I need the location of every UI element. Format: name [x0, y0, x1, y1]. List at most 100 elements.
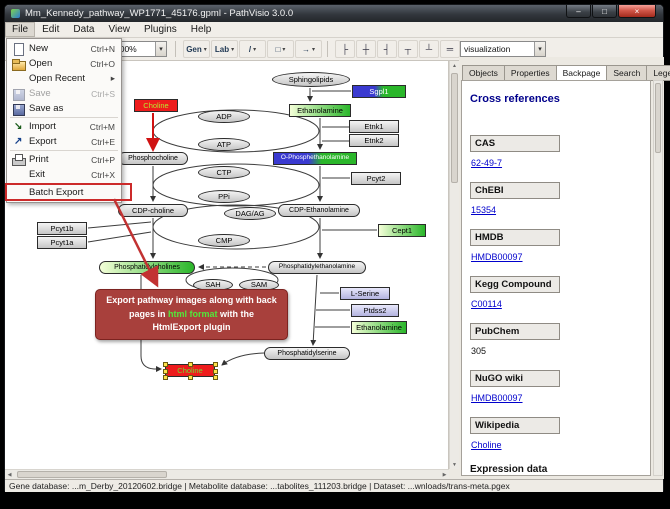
menu-separator — [10, 150, 118, 151]
selection-handle[interactable] — [188, 375, 193, 380]
hscroll-thumb[interactable] — [17, 471, 167, 478]
file-menu-item-save-as[interactable]: Save as — [7, 101, 121, 116]
tab-properties[interactable]: Properties — [503, 65, 556, 81]
node-phosphatidylethanolamine[interactable]: Phosphatidylethanolamine — [268, 261, 366, 274]
scroll-down-icon[interactable]: ▼ — [452, 461, 457, 468]
menubar-item-plugins[interactable]: Plugins — [143, 24, 177, 35]
zoom-combobox[interactable]: 100% ▾ — [111, 41, 167, 57]
same-size-button[interactable]: ═ — [440, 40, 460, 58]
menubar-item-data[interactable]: Data — [73, 24, 95, 35]
panel-scroll-thumb[interactable] — [655, 83, 661, 153]
tab-legend[interactable]: Legend — [646, 65, 670, 81]
node-phosphocholine[interactable]: Phosphocholine — [118, 152, 188, 165]
node-phosphatidylcholines[interactable]: Phosphatidylcholines — [99, 261, 195, 274]
node-ethanolamine[interactable]: Ethanolamine — [289, 104, 351, 117]
node-phosphatidylserine[interactable]: Phosphatidylserine — [264, 347, 350, 360]
align-bottom-button[interactable]: ┴ — [419, 40, 439, 58]
arrow-tool[interactable]: →▾ — [295, 40, 322, 58]
node-cept1[interactable]: Cept1 — [378, 224, 426, 237]
tab-search[interactable]: Search — [606, 65, 647, 81]
node-dag-ag[interactable]: DAG/AG — [224, 207, 276, 220]
scroll-up-icon[interactable]: ▲ — [452, 62, 457, 69]
xref-link[interactable]: 62-49-7 — [471, 158, 503, 168]
node-choline[interactable]: Choline — [134, 99, 178, 112]
selection-handle[interactable] — [213, 368, 218, 374]
node-cmp[interactable]: CMP — [198, 234, 250, 247]
tab-backpage[interactable]: Backpage — [555, 65, 607, 81]
file-menu-item-batch-export[interactable]: Batch Export — [5, 183, 132, 201]
canvas-vscrollbar[interactable]: ▲ ▼ — [449, 61, 459, 469]
xref-header: ChEBI — [470, 182, 560, 199]
menubar-item-help[interactable]: Help — [190, 24, 212, 35]
node-choline[interactable]: Choline — [163, 362, 218, 380]
panel-scrollbar[interactable] — [653, 80, 663, 476]
canvas-hscrollbar[interactable]: ◀ ▶ — [5, 469, 449, 479]
minimize-button[interactable]: – — [566, 5, 591, 18]
node-ethanolamine[interactable]: Ethanolamine — [351, 321, 407, 334]
visualization-combobox[interactable]: visualization ▾ — [460, 41, 546, 57]
node-etnk2[interactable]: Etnk2 — [349, 134, 399, 147]
menubar-item-file[interactable]: File — [5, 22, 36, 37]
xref-header: Wikipedia — [470, 417, 560, 434]
maximize-button[interactable]: □ — [592, 5, 617, 18]
node-cdp-ethanolamine[interactable]: CDP-Ethanolamine — [278, 204, 360, 217]
node-pcyt1b[interactable]: Pcyt1b — [37, 222, 87, 235]
xref-link[interactable]: C00114 — [471, 299, 502, 309]
selection-handle[interactable] — [163, 368, 168, 374]
node-cdp-choline[interactable]: CDP-choline — [118, 204, 188, 217]
xref-section-chebi: ChEBI 15354 — [470, 182, 642, 215]
selection-handle[interactable] — [163, 375, 168, 380]
scroll-left-icon[interactable]: ◀ — [7, 471, 12, 478]
side-panel: ObjectsPropertiesBackpageSearchLegend Cr… — [459, 57, 670, 479]
selection-handle[interactable] — [213, 362, 218, 367]
node-o-phosphethanolamine[interactable]: O-Phosphethanolamine — [273, 152, 357, 165]
shape-tool[interactable]: □▾ — [267, 40, 294, 58]
close-button[interactable]: × — [618, 5, 656, 18]
align-center-button[interactable]: ┼ — [356, 40, 376, 58]
menubar-item-edit[interactable]: Edit — [42, 24, 60, 35]
align-top-button[interactable]: ┬ — [398, 40, 418, 58]
xref-link[interactable]: HMDB00097 — [471, 393, 523, 403]
menubar: File Edit Data View Plugins Help — [5, 22, 663, 38]
chevron-down-icon: ▾ — [203, 46, 207, 53]
menubar-item-view[interactable]: View — [108, 24, 130, 35]
node-adp[interactable]: ADP — [198, 110, 250, 123]
node-atp[interactable]: ATP — [198, 138, 250, 151]
tab-objects[interactable]: Objects — [462, 65, 504, 81]
selection-handle[interactable] — [213, 375, 218, 380]
xref-link[interactable]: Choline — [471, 440, 502, 450]
vscroll-thumb[interactable] — [451, 73, 458, 183]
node-ppi[interactable]: PPi — [198, 190, 250, 203]
node-pcyt1a[interactable]: Pcyt1a — [37, 236, 87, 249]
node-ptdss2[interactable]: Ptdss2 — [351, 304, 399, 317]
file-menu-item-label: Exit — [29, 169, 45, 180]
align-right-button[interactable]: ┤ — [377, 40, 397, 58]
xref-link[interactable]: HMDB00097 — [471, 252, 523, 262]
node-etnk1[interactable]: Etnk1 — [349, 120, 399, 133]
titlebar[interactable]: Mm_Kennedy_pathway_WP1771_45176.gpml - P… — [5, 5, 663, 22]
node-sphingolipids[interactable]: Sphingolipids — [272, 72, 350, 87]
xref-link[interactable]: 15354 — [471, 205, 497, 215]
line-tool[interactable]: /▾ — [239, 40, 266, 58]
label-tool[interactable]: Lab▾ — [211, 40, 238, 58]
file-menu-item-open-recent[interactable]: Open Recent▸ — [7, 71, 121, 86]
selection-handle[interactable] — [163, 362, 168, 367]
node-sgpl1[interactable]: Sgpl1 — [352, 85, 406, 98]
node-pcyt2[interactable]: Pcyt2 — [351, 172, 401, 185]
selection-handle[interactable] — [188, 362, 193, 367]
menu-shortcut: Ctrl+E — [91, 136, 115, 147]
node-l-serine[interactable]: L-Serine — [340, 287, 390, 300]
scroll-right-icon[interactable]: ▶ — [442, 471, 447, 478]
align-left-button[interactable]: ├ — [335, 40, 355, 58]
node-ctp[interactable]: CTP — [198, 166, 250, 179]
datanode-tool[interactable]: Gen▾ — [183, 40, 210, 58]
